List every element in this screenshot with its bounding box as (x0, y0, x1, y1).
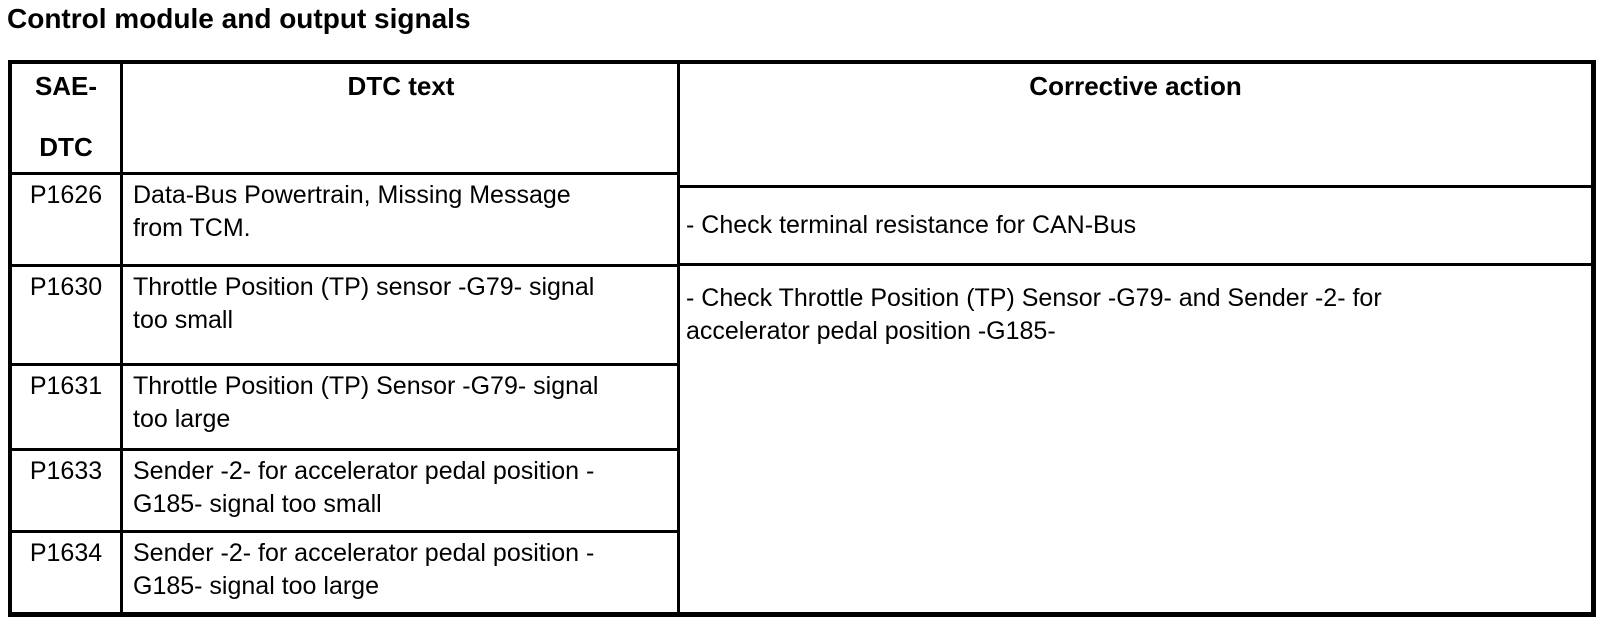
header-cell-corrective-action: Corrective action (680, 64, 1591, 188)
table-row-p1634: P1634 Sender -2- for accelerator pedal p… (12, 533, 677, 612)
corrective-action-column: Corrective action - Check terminal resis… (677, 60, 1596, 617)
dtc-text-cell: Throttle Position (TP) Sensor -G79- sign… (133, 372, 599, 433)
dtc-table-left-columns: SAE- DTC DTC text P1626 Data-Bus Powertr… (8, 60, 677, 617)
header-sae-label: SAE- (34, 71, 98, 101)
dtc-text-cell: Sender -2- for accelerator pedal positio… (133, 457, 595, 518)
dtc-table: SAE- DTC DTC text P1626 Data-Bus Powertr… (8, 60, 1596, 617)
dtc-code-cell: P1626 (12, 175, 123, 264)
dtc-code-cell: P1634 (12, 533, 123, 612)
corrective-action-cell-throttle-sender: - Check Throttle Position (TP) Sensor -G… (686, 284, 1382, 345)
corrective-action-cell-canbus: - Check terminal resistance for CAN-Bus (680, 188, 1591, 266)
header-cell-sae-dtc: SAE- DTC (12, 64, 123, 172)
dtc-code-cell: P1630 (12, 267, 123, 363)
dtc-code-cell: P1633 (12, 451, 123, 530)
page-title: Control module and output signals (7, 3, 471, 34)
table-header-row: SAE- DTC DTC text (12, 64, 677, 175)
dtc-code-cell: P1631 (12, 366, 123, 448)
table-row-p1631: P1631 Throttle Position (TP) Sensor -G79… (12, 366, 677, 451)
table-row-p1633: P1633 Sender -2- for accelerator pedal p… (12, 451, 677, 533)
dtc-text-cell: Throttle Position (TP) sensor -G79- sign… (133, 273, 595, 334)
table-row-p1626: P1626 Data-Bus Powertrain, Missing Messa… (12, 175, 677, 267)
header-dtc-label: DTC (39, 132, 93, 162)
table-row-p1630: P1630 Throttle Position (TP) sensor -G79… (12, 267, 677, 366)
header-cell-dtc-text: DTC text (347, 71, 455, 101)
dtc-text-cell: Data-Bus Powertrain, Missing Message fro… (133, 181, 571, 242)
dtc-text-cell: Sender -2- for accelerator pedal positio… (133, 539, 595, 600)
